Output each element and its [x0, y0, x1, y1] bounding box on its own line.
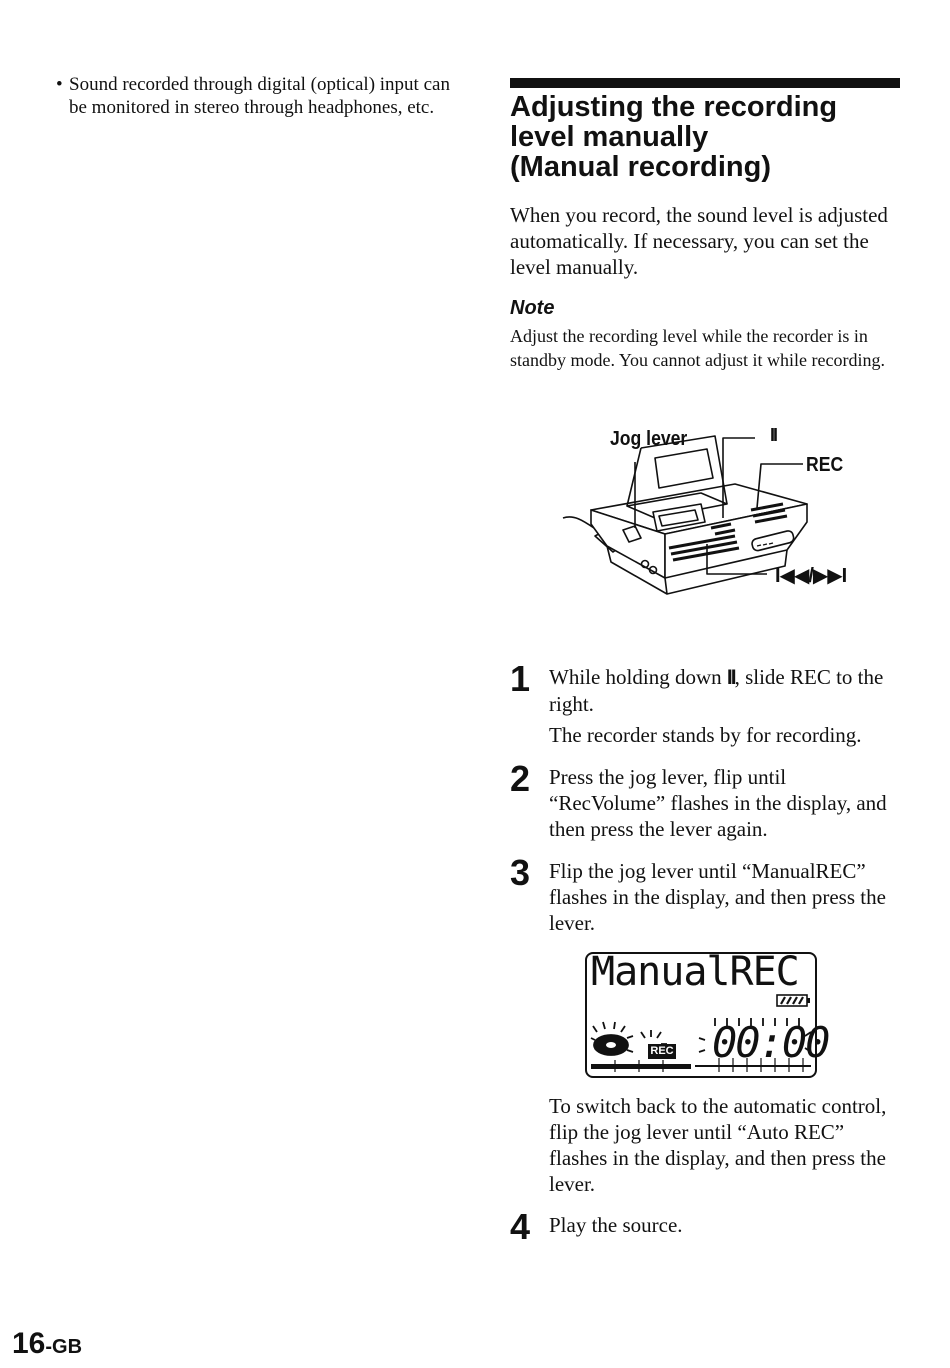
label-jog-lever: Jog lever	[610, 428, 688, 450]
step-text: While holding down II, slide REC to the …	[549, 665, 884, 716]
lcd-display	[585, 952, 817, 1078]
bullet-mark: •	[56, 74, 63, 95]
step-subtext: The recorder stands by for recording.	[549, 723, 862, 747]
step-1: 1 While holding down II, slide REC to th…	[510, 658, 905, 748]
step-3: 3 Flip the jog lever until “ManualREC” f…	[510, 852, 905, 936]
section-title-line3: (Manual recording)	[510, 151, 772, 183]
step-2: 2 Press the jog lever, flip until “RecVo…	[510, 758, 905, 842]
step-3-followup: To switch back to the automatic control,…	[549, 1094, 887, 1196]
section-title-line2: level manually	[510, 121, 709, 153]
step-number: 2	[510, 758, 531, 799]
note-text: Adjust the recording level while the rec…	[510, 326, 885, 370]
step-number: 4	[510, 1206, 531, 1247]
label-pause: II	[770, 425, 778, 445]
section-intro: When you record, the sound level is adju…	[510, 203, 888, 279]
lcd-time: 00:00	[712, 1018, 830, 1067]
lcd-text: ManualREC	[591, 949, 800, 995]
label-skip-buttons: I◀◀/▶▶I	[775, 565, 847, 587]
section-title: Adjusting the recording level manually (…	[510, 92, 910, 182]
step-text: Play the source.	[549, 1213, 683, 1237]
step-text: Press the jog lever, flip until “RecVolu…	[549, 765, 887, 841]
step-number: 1	[510, 658, 531, 699]
section-title-line1: Adjusting the recording	[510, 91, 838, 123]
bullet-text: Sound recorded through digital (optical)…	[69, 74, 450, 118]
recorder-illustration	[562, 435, 808, 595]
bullet-note: • Sound recorded through digital (optica…	[56, 73, 456, 119]
label-rec: REC	[806, 454, 844, 476]
section-rule	[510, 78, 900, 88]
pause-icon: II	[726, 666, 737, 689]
step-4: 4 Play the source.	[510, 1206, 905, 1247]
step-number: 3	[510, 852, 531, 893]
page-number: 16-GB	[12, 1327, 83, 1360]
disc-icon	[590, 1021, 667, 1056]
battery-icon	[776, 994, 810, 1007]
note-title: Note	[510, 297, 555, 319]
step-text: Flip the jog lever until “ManualREC” fla…	[549, 859, 886, 935]
lcd-rec-badge: REC	[648, 1044, 676, 1059]
